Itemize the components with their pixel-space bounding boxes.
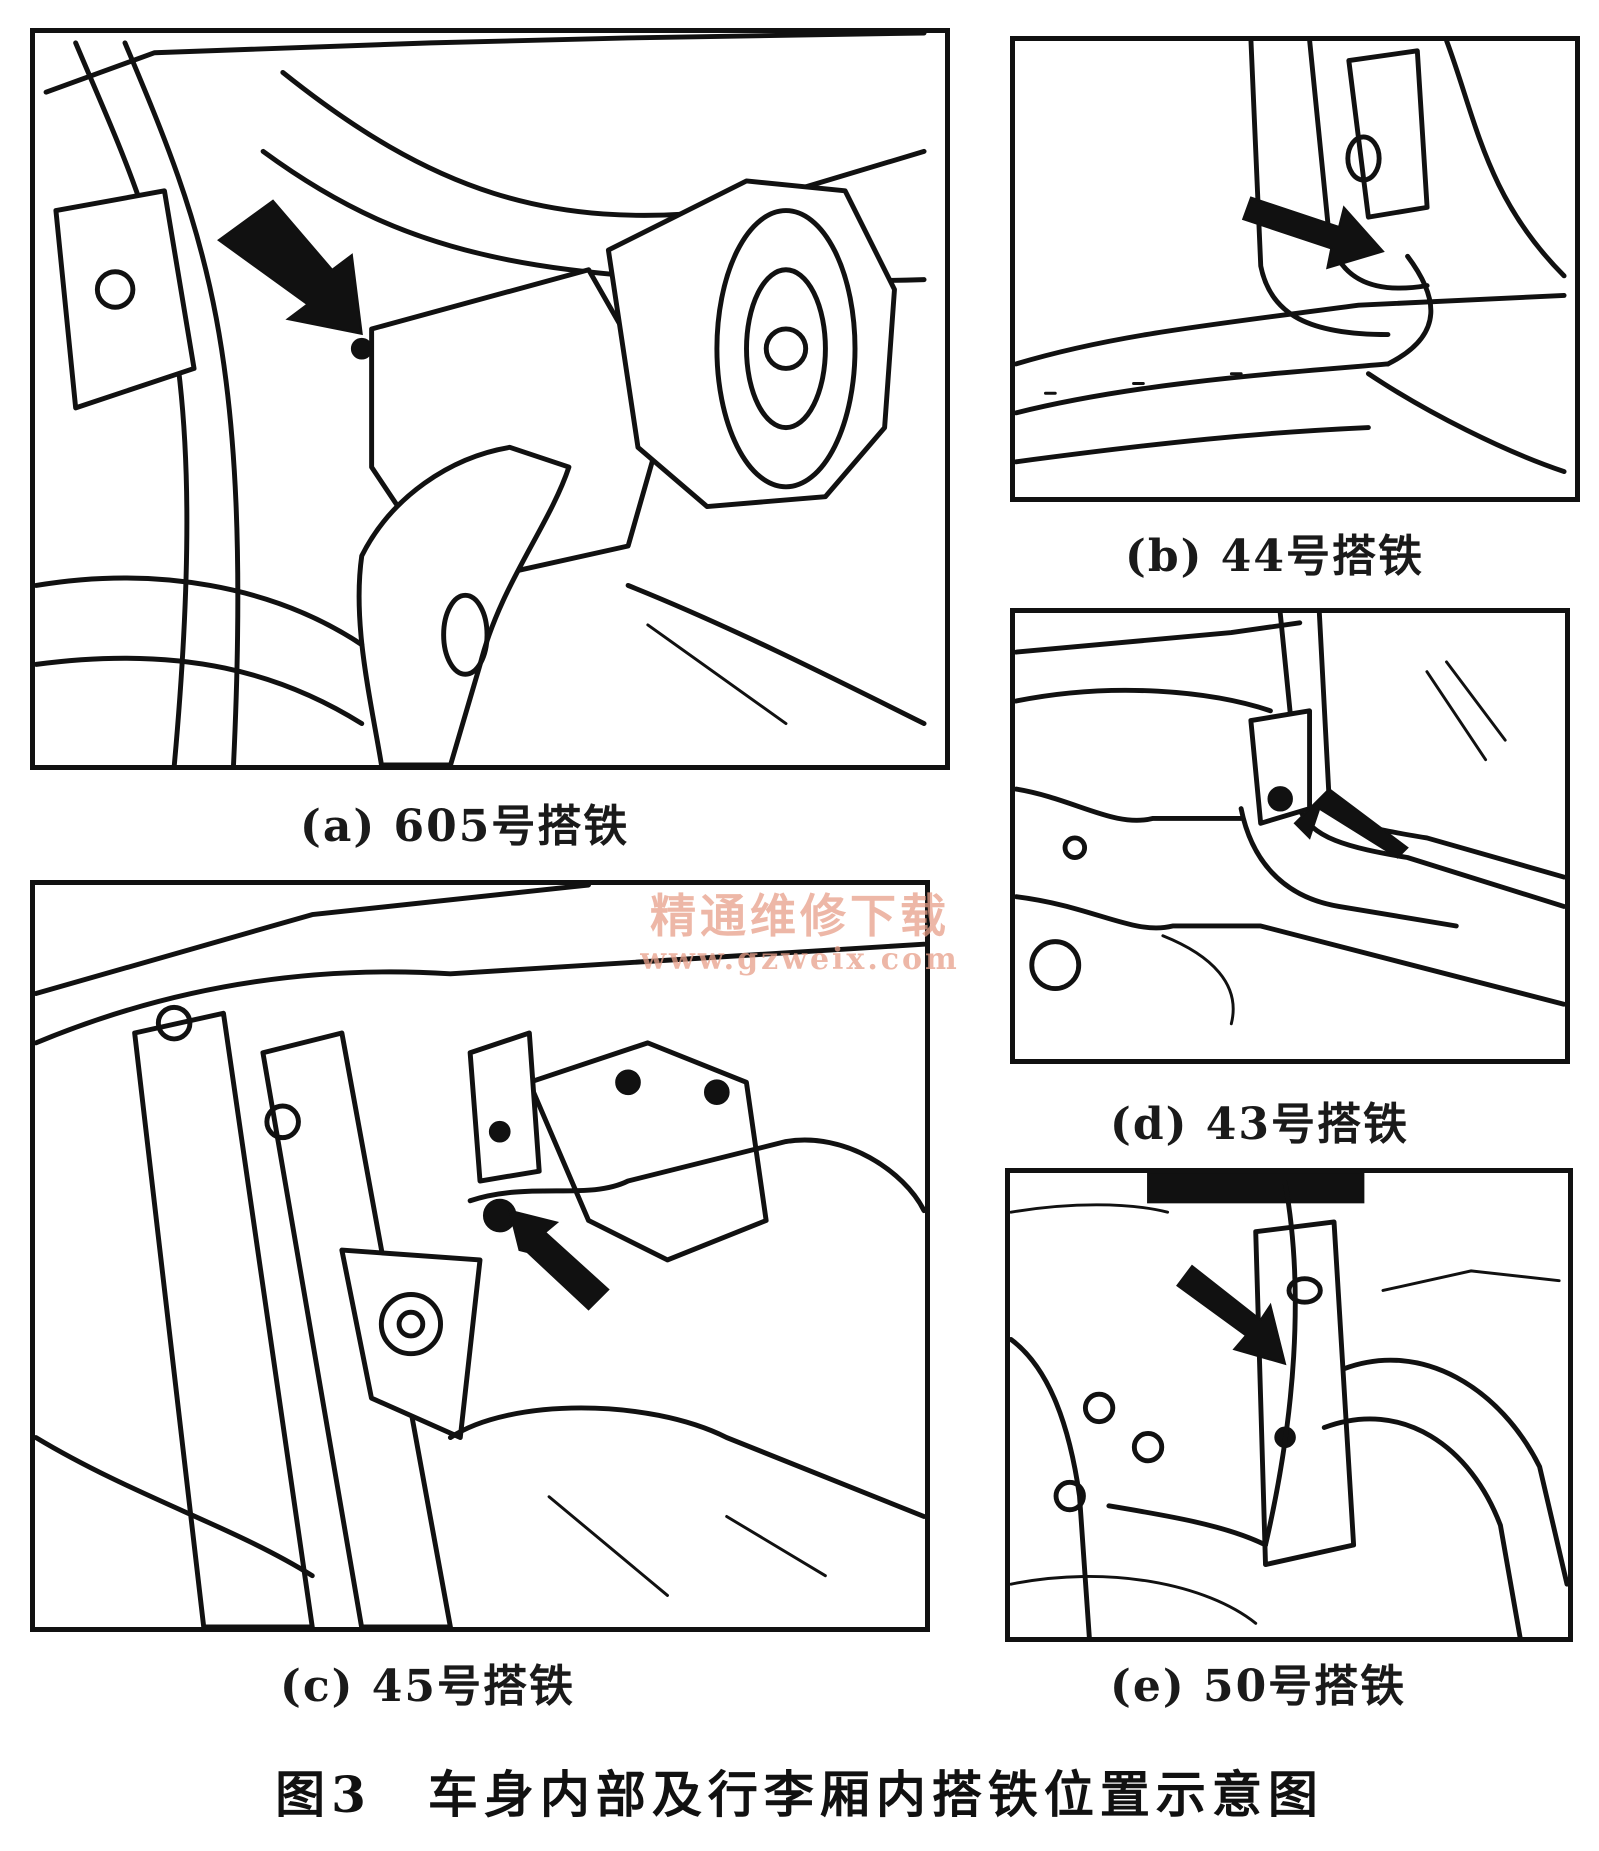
- ground-arrow-icon: [1176, 1264, 1287, 1366]
- panel-b-caption: (b) 44号搭铁: [1125, 531, 1424, 582]
- figure-panel-d: [1010, 608, 1570, 1064]
- figure-panel-b: [1010, 36, 1580, 502]
- ground-arrow-icon: [1293, 787, 1409, 859]
- panel-c-caption: (c) 45号搭铁: [280, 1661, 575, 1712]
- ground-arrow-icon: [508, 1209, 610, 1311]
- panel-e-drawing: [1010, 1173, 1568, 1637]
- figure-panel-e: [1005, 1168, 1573, 1642]
- panel-d-drawing: [1015, 613, 1565, 1026]
- figure-title: 图3 车身内部及行李厢内搭铁位置示意图: [275, 1765, 1324, 1824]
- panel-d-caption: (d) 43号搭铁: [1110, 1099, 1409, 1150]
- ground-arrow-icon: [217, 199, 363, 336]
- watermark: 精通维修下载 www.gzweix.com: [620, 880, 980, 977]
- figure-panel-a: [30, 28, 950, 770]
- panel-e-caption: (e) 50号搭铁: [1110, 1661, 1407, 1712]
- panel-a-drawing: [35, 33, 927, 765]
- watermark-text: 精通维修下载: [650, 889, 950, 943]
- figure-panel-c: [30, 880, 930, 1632]
- ground-arrow-icon: [1241, 196, 1385, 270]
- watermark-url: www.gzweix.com: [640, 942, 960, 977]
- panel-c-drawing: [35, 885, 925, 1627]
- panel-a-caption: (a) 605号搭铁: [300, 801, 630, 852]
- panel-b-drawing: [1015, 41, 1567, 475]
